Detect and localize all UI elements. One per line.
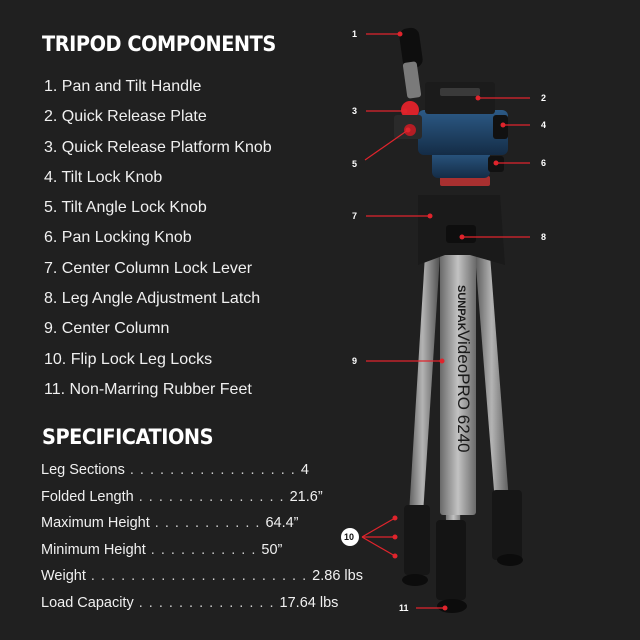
spec-row: Maximum Height . . . . . . . . . . . 64.…: [41, 512, 363, 539]
spec-label: Folded Length: [41, 488, 134, 505]
spec-leader-dots: . . . . . . . . . . . . . . .: [133, 488, 290, 505]
component-item: 10. Flip Lock Leg Locks: [44, 350, 213, 368]
spec-label: Load Capacity: [41, 594, 134, 611]
callout-lines: [361, 33, 530, 609]
spec-leader-dots: . . . . . . . . . . .: [149, 515, 266, 531]
callout-dots: [392, 31, 506, 611]
spec-label: Weight: [41, 568, 86, 584]
red-ring: [440, 176, 490, 186]
tripod-illustration: SUNPAK VideoPRO 6240: [341, 27, 546, 613]
spec-value: 2.86 lbs: [312, 568, 363, 584]
callout-2: 2: [541, 93, 546, 103]
component-item: 3. Quick Release Platform Knob: [44, 138, 272, 156]
leg-hub: [418, 176, 505, 265]
spec-leader-dots: . . . . . . . . . . . . . . . . . . . . …: [85, 568, 313, 584]
spec-value: 4: [300, 462, 309, 478]
components-list: 1. Pan and Tilt Handle 2. Quick Release …: [44, 75, 272, 408]
callout-7: 7: [352, 211, 357, 221]
component-item: 7. Center Column Lock Lever: [44, 259, 253, 277]
callout-9: 9: [352, 356, 357, 366]
spec-row: Load Capacity . . . . . . . . . . . . . …: [41, 592, 363, 619]
spec-row: Minimum Height . . . . . . . . . . . 50”: [41, 539, 363, 566]
rubber-foot: [402, 574, 428, 586]
component-item: 6. Pan Locking Knob: [44, 229, 192, 247]
component-item: 4. Tilt Lock Knob: [44, 168, 163, 186]
model-label: VideoPRO 6240: [454, 330, 473, 453]
callout-11: 11: [399, 603, 409, 613]
pan-tilt-handle: [399, 27, 423, 69]
spec-leader-dots: . . . . . . . . . . . . . . . . .: [124, 462, 301, 478]
spec-value: 50”: [261, 541, 283, 558]
spec-label: Minimum Height: [41, 541, 146, 558]
spec-leader-dots: . . . . . . . . . . .: [145, 541, 262, 558]
component-item: 9. Center Column: [44, 320, 170, 338]
pan-tilt-head: [394, 27, 508, 178]
callout-1: 1: [352, 29, 357, 39]
spec-row: Folded Length . . . . . . . . . . . . . …: [41, 486, 363, 513]
spec-value: 64.4”: [265, 515, 299, 531]
callout-6: 6: [541, 158, 546, 168]
callout-numbers: 1 2 3 4 5 6 7 8 9 10 11: [341, 29, 546, 613]
rubber-foot: [437, 599, 467, 613]
rubber-foot: [497, 554, 523, 566]
callout-5: 5: [352, 159, 357, 169]
component-item: 11. Non-Marring Rubber Feet: [44, 380, 252, 398]
components-heading: TRIPOD COMPONENTS: [42, 32, 276, 56]
center-column: SUNPAK VideoPRO 6240: [440, 245, 476, 515]
callout-10: 10: [344, 532, 354, 542]
spec-label: Maximum Height: [41, 515, 150, 531]
spec-row: Leg Sections . . . . . . . . . . . . . .…: [41, 459, 363, 486]
spec-label: Leg Sections: [41, 462, 125, 478]
callout-8: 8: [541, 232, 546, 242]
quick-release-knob: [401, 101, 419, 119]
callout-10-badge: [341, 528, 359, 546]
component-item: 2. Quick Release Plate: [44, 108, 207, 126]
spec-value: 17.64 lbs: [279, 594, 339, 611]
specifications-heading: SPECIFICATIONS: [42, 425, 214, 449]
spec-row: Weight . . . . . . . . . . . . . . . . .…: [41, 565, 363, 592]
component-item: 8. Leg Angle Adjustment Latch: [44, 290, 261, 308]
callout-3: 3: [352, 106, 357, 116]
tilt-lock-knob: [493, 115, 508, 139]
component-item: 1. Pan and Tilt Handle: [44, 78, 202, 95]
spec-leader-dots: . . . . . . . . . . . . . .: [133, 594, 280, 611]
component-item: 5. Tilt Angle Lock Knob: [44, 199, 207, 217]
leg-angle-latch: [446, 225, 476, 243]
specifications-list: Leg Sections . . . . . . . . . . . . . .…: [41, 459, 363, 618]
brand-label: SUNPAK: [455, 285, 467, 331]
spec-value: 21.6”: [289, 488, 323, 505]
callout-4: 4: [541, 120, 546, 130]
